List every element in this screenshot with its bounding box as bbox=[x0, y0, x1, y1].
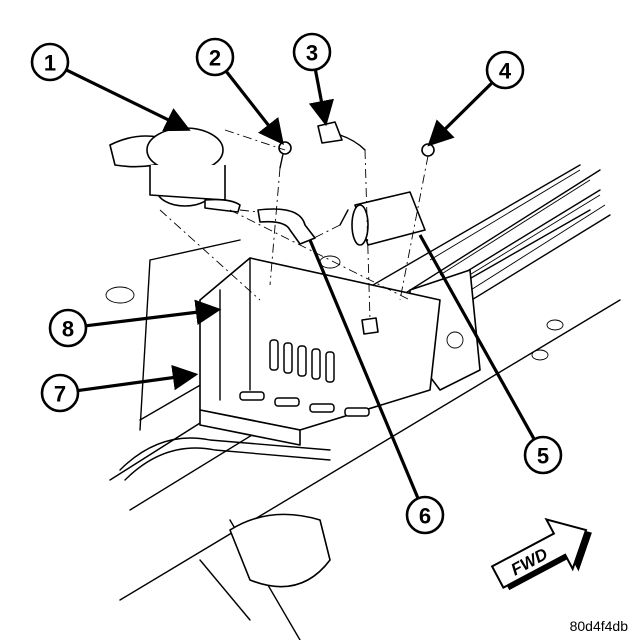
callout-circle-7 bbox=[40, 373, 80, 413]
callout-number-5: 5 bbox=[537, 444, 549, 469]
callout-leader-7 bbox=[78, 364, 199, 393]
bolt-2 bbox=[278, 141, 292, 169]
callout-leader-6 bbox=[308, 239, 420, 499]
alignment-lines bbox=[159, 129, 429, 321]
callout-circle-1 bbox=[30, 42, 70, 82]
callout-leader-4 bbox=[427, 82, 493, 147]
fresh-air-filter bbox=[339, 191, 426, 246]
callouts: 1 2 3 4 5 6 7 8 bbox=[30, 32, 563, 535]
callout-circle-6 bbox=[405, 495, 445, 535]
callout-circle-2 bbox=[195, 37, 235, 77]
callout-leader-3 bbox=[308, 70, 334, 127]
forward-direction-arrow: FWD bbox=[490, 517, 592, 591]
leak-detection-pump bbox=[109, 127, 241, 213]
callout-number-2: 2 bbox=[209, 46, 221, 71]
callout-number-4: 4 bbox=[499, 59, 512, 84]
callout-circle-8 bbox=[48, 308, 88, 348]
nut-4 bbox=[421, 143, 435, 157]
canister-shield bbox=[199, 257, 441, 446]
callout-number-6: 6 bbox=[419, 504, 431, 529]
callout-circle-4 bbox=[485, 50, 525, 90]
vent-hose bbox=[257, 208, 316, 245]
callout-number-7: 7 bbox=[54, 382, 66, 407]
callout-leader-8 bbox=[86, 299, 222, 328]
figure-id: 80d4f4db bbox=[569, 618, 628, 634]
callout-leader-1 bbox=[66, 68, 191, 132]
grommet bbox=[361, 317, 379, 335]
callout-number-1: 1 bbox=[44, 51, 56, 76]
clip-3 bbox=[317, 121, 366, 151]
callout-number-3: 3 bbox=[306, 41, 318, 66]
fuel-lines bbox=[119, 437, 331, 481]
callout-leader-5 bbox=[418, 234, 536, 440]
callout-circle-3 bbox=[292, 32, 332, 72]
callout-circle-5 bbox=[523, 435, 563, 475]
callout-number-8: 8 bbox=[62, 317, 74, 342]
callout-leader-2 bbox=[225, 70, 284, 146]
